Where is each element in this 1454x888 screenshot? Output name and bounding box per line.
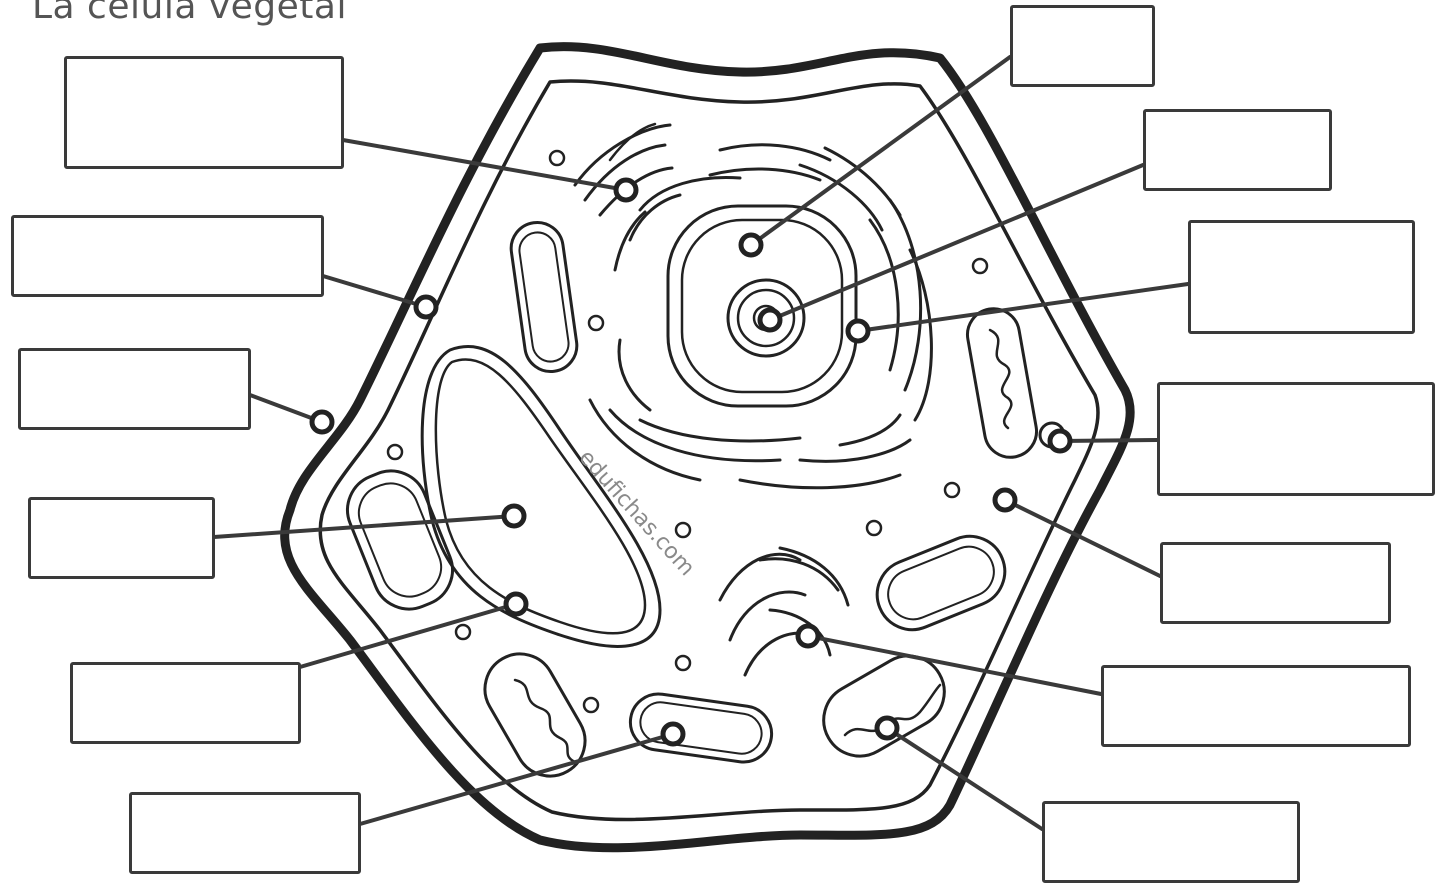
label-box-2[interactable] (11, 215, 324, 297)
label-box-10[interactable] (1157, 382, 1435, 496)
chloroplast (337, 460, 464, 620)
label-box-3[interactable] (18, 348, 251, 430)
chloroplast (867, 526, 1016, 640)
chloroplast (627, 690, 775, 765)
label-box-1[interactable] (64, 56, 344, 169)
label-box-11[interactable] (1160, 542, 1391, 624)
label-box-6[interactable] (129, 792, 361, 874)
label-box-9[interactable] (1188, 220, 1415, 334)
mitochondrion (963, 305, 1040, 462)
label-box-12[interactable] (1101, 665, 1411, 747)
label-box-5[interactable] (70, 662, 301, 744)
watermark: edufichas.com (574, 445, 700, 581)
cell-wall-outer (285, 47, 1131, 848)
label-box-4[interactable] (28, 497, 215, 579)
label-box-13[interactable] (1042, 801, 1300, 883)
label-box-7[interactable] (1010, 5, 1155, 87)
chloroplast (508, 219, 580, 375)
label-box-8[interactable] (1143, 109, 1332, 191)
